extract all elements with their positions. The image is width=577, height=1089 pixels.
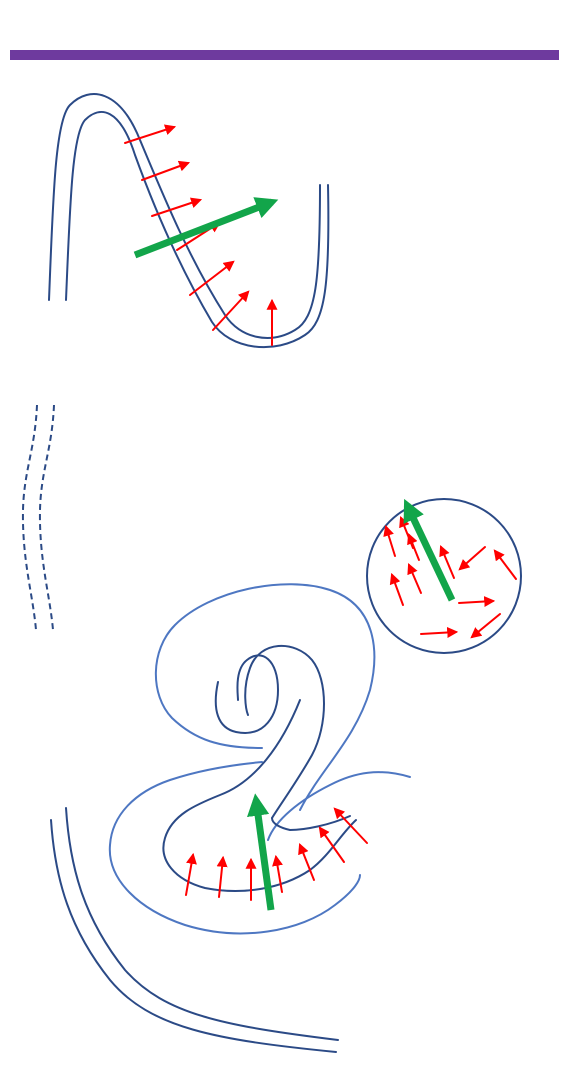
- red-arrow-icon: [420, 627, 459, 638]
- red-arrow-icon: [151, 197, 203, 217]
- red-arrow-icon: [493, 549, 517, 580]
- spiral-envelope: [108, 583, 411, 935]
- red-arrow-icon: [216, 855, 228, 898]
- red-arrow-icon: [470, 613, 501, 639]
- red-arrow-icon: [458, 546, 486, 571]
- green-arrow-icon: [403, 498, 456, 602]
- red-arrow-icon: [272, 854, 283, 893]
- dashed-membrane: [21, 404, 55, 631]
- red-arrow-icon: [124, 124, 177, 144]
- green-arrow-icon: [133, 197, 279, 259]
- red-arrow-icon: [212, 290, 250, 331]
- green-arrow-icon: [247, 793, 275, 911]
- red-arrow-icon: [399, 515, 414, 549]
- red-arrow-icon: [407, 532, 420, 561]
- cell-circle: [366, 498, 522, 654]
- red-arrow-icon: [333, 807, 368, 844]
- red-arrow-icon: [439, 544, 455, 579]
- bottom-curved-membrane: [50, 807, 339, 1053]
- red-arrow-icon: [407, 562, 422, 594]
- red-arrow-icon: [389, 572, 404, 606]
- red-arrow-icon: [189, 260, 235, 296]
- red-arrow-icon: [458, 596, 496, 608]
- red-arrow-icon: [141, 160, 191, 181]
- red-arrow-icon: [298, 842, 315, 881]
- red-arrow-icon: [383, 524, 396, 557]
- top-folded-membrane: [48, 93, 330, 348]
- bottom-red-arrows: [185, 807, 368, 901]
- top-red-arrows: [124, 124, 278, 346]
- header-bar: [10, 50, 559, 60]
- circle-red-arrows: [383, 515, 517, 639]
- red-arrow-icon: [185, 852, 197, 896]
- red-arrow-icon: [318, 826, 345, 863]
